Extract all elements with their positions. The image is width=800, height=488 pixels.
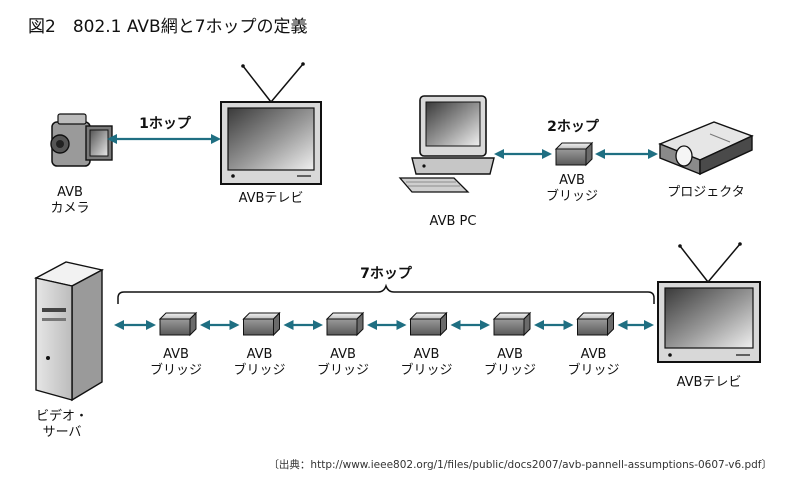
bridge-icon-2 xyxy=(242,311,281,337)
tv-label-top: AVBテレビ xyxy=(239,191,304,206)
bridge-label-line1-5: AVB xyxy=(497,347,523,362)
bridge-label-line1-1: AVB xyxy=(163,347,189,362)
figure-title: 図2 802.1 AVB網と7ホップの定義 xyxy=(28,17,308,37)
video-camera-icon xyxy=(50,113,113,167)
chain-link-5 xyxy=(534,320,574,330)
projector-label: プロジェクタ xyxy=(667,185,744,200)
bridge-label-top-line2: ブリッジ xyxy=(546,188,598,204)
link-pc-bridge xyxy=(494,149,552,159)
bridge-label-line1-2: AVB xyxy=(247,347,273,362)
server-label-line2: サーバ xyxy=(43,425,82,440)
chain-link-6 xyxy=(617,320,654,330)
bridge-icon-3 xyxy=(325,311,365,337)
bridge-label-top-line1: AVB xyxy=(559,173,585,188)
bridge-label-line1-3: AVB xyxy=(330,347,356,362)
desktop-pc-icon xyxy=(398,95,495,193)
bridge-chain: AVBブリッジAVBブリッジAVBブリッジAVBブリッジAVBブリッジAVBブリ… xyxy=(114,311,654,378)
chain-link-1 xyxy=(200,320,240,330)
bridge-label-line2-4: ブリッジ xyxy=(400,362,452,378)
bridge-icon-4 xyxy=(409,311,448,337)
pc-label: AVB PC xyxy=(430,214,477,229)
bridge-label-line2-3: ブリッジ xyxy=(317,362,369,378)
bridge-label-line1-4: AVB xyxy=(414,347,440,362)
bridge-label-line1-6: AVB xyxy=(581,347,607,362)
tv-label-bottom: AVBテレビ xyxy=(677,375,742,390)
chain-link-3 xyxy=(367,320,407,330)
bridge-label-line2-6: ブリッジ xyxy=(567,362,619,378)
hop-label-2: 2ホップ xyxy=(547,119,600,135)
bridge-label-line2-5: ブリッジ xyxy=(484,362,536,378)
camera-label-line2: カメラ xyxy=(50,201,89,216)
bridge-icon xyxy=(554,141,594,167)
projector-icon xyxy=(658,121,754,176)
chain-link-2 xyxy=(283,320,323,330)
tv-icon xyxy=(220,62,322,185)
chain-link-0 xyxy=(114,320,156,330)
link-camera-tv xyxy=(107,134,221,144)
tv-icon-bottom xyxy=(657,242,761,363)
server-label-line1: ビデオ・ xyxy=(36,408,88,424)
bridge-icon-5 xyxy=(492,311,532,337)
camera-label-line1: AVB xyxy=(57,185,83,200)
hop-brace xyxy=(117,283,655,304)
bridge-label-line2-2: ブリッジ xyxy=(233,362,285,378)
chain-link-4 xyxy=(450,320,490,330)
source-citation: 〔出典：http://www.ieee802.org/1/files/publi… xyxy=(268,458,772,471)
bridge-label-line2-1: ブリッジ xyxy=(150,362,202,378)
video-server-icon xyxy=(34,261,104,402)
link-bridge-projector xyxy=(595,149,658,159)
bridge-icon-6 xyxy=(576,311,615,337)
hop-label-7: 7ホップ xyxy=(360,266,413,282)
hop-label-1: 1ホップ xyxy=(139,116,192,132)
bridge-icon-1 xyxy=(158,311,198,337)
